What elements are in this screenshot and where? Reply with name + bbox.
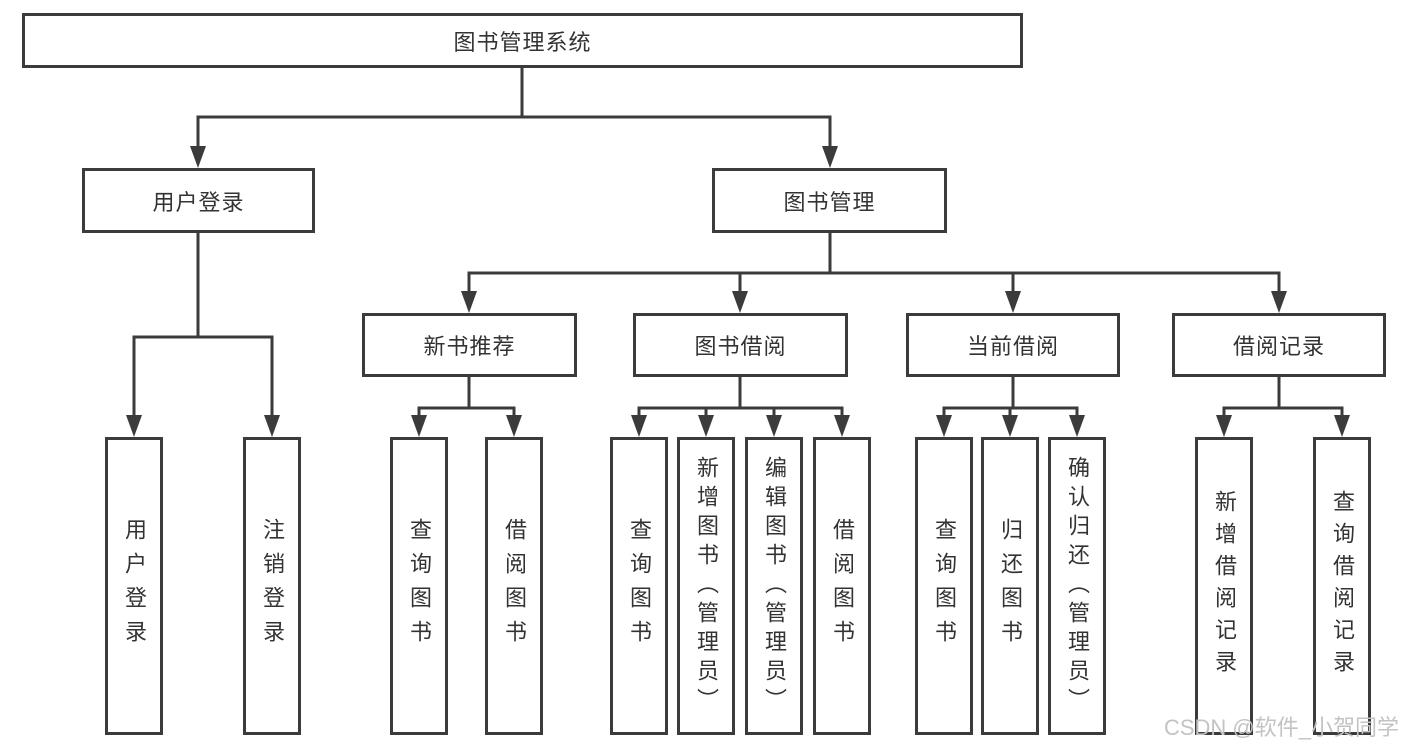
node-root-label: 图书管理系统 (453, 29, 592, 55)
node-root: 图书管理系统 (22, 13, 1023, 68)
node-book-borrowing-label: 图书借阅 (694, 334, 787, 359)
node-user-login-label: 用户登录 (152, 189, 245, 215)
node-new-book-recommend: 新书推荐 (362, 313, 577, 377)
node-borrowing-records: 借阅记录 (1172, 313, 1386, 377)
leaf-add-books-admin-label: 新增图书（管理员） (694, 455, 719, 717)
node-current-borrowing-label: 当前借阅 (966, 334, 1059, 359)
leaf-add-books-admin: 新增图书（管理员） (677, 437, 735, 735)
leaf-query-books-1-label: 查询图书 (407, 518, 432, 654)
leaf-query-books-2-label: 查询图书 (627, 518, 652, 654)
leaf-query-borrow-record-label: 查询借阅记录 (1330, 490, 1355, 682)
leaf-add-borrow-record-label: 新增借阅记录 (1212, 490, 1237, 682)
node-book-management: 图书管理 (712, 168, 947, 233)
leaf-user-login: 用户登录 (105, 437, 163, 735)
leaf-return-books-label: 归还图书 (998, 518, 1023, 654)
leaf-borrow-books-2-label: 借阅图书 (830, 518, 855, 654)
leaf-borrow-books-1-label: 借阅图书 (502, 518, 527, 654)
leaf-query-books-2: 查询图书 (610, 437, 668, 735)
leaf-add-borrow-record: 新增借阅记录 (1195, 437, 1253, 735)
leaf-query-borrow-record: 查询借阅记录 (1313, 437, 1371, 735)
leaf-confirm-return-admin: 确认归还（管理员） (1048, 437, 1106, 735)
leaf-return-books: 归还图书 (981, 437, 1039, 735)
leaf-edit-books-admin-label: 编辑图书（管理员） (762, 455, 787, 717)
node-new-book-recommend-label: 新书推荐 (423, 334, 516, 359)
leaf-logout-label: 注销登录 (260, 518, 285, 654)
leaf-query-books-3-label: 查询图书 (932, 518, 957, 654)
leaf-confirm-return-admin-label: 确认归还（管理员） (1065, 455, 1090, 717)
leaf-borrow-books-1: 借阅图书 (485, 437, 543, 735)
node-current-borrowing: 当前借阅 (906, 313, 1120, 377)
node-book-management-label: 图书管理 (783, 189, 876, 215)
node-book-borrowing: 图书借阅 (633, 313, 848, 377)
leaf-borrow-books-2: 借阅图书 (813, 437, 871, 735)
leaf-logout: 注销登录 (243, 437, 301, 735)
leaf-user-login-label: 用户登录 (122, 518, 147, 654)
leaf-query-books-1: 查询图书 (390, 437, 448, 735)
leaf-edit-books-admin: 编辑图书（管理员） (745, 437, 803, 735)
leaf-query-books-3: 查询图书 (915, 437, 973, 735)
node-user-login: 用户登录 (82, 168, 315, 233)
node-borrowing-records-label: 借阅记录 (1232, 334, 1325, 359)
watermark: CSDN @软件_小贺同学 (1163, 715, 1399, 740)
